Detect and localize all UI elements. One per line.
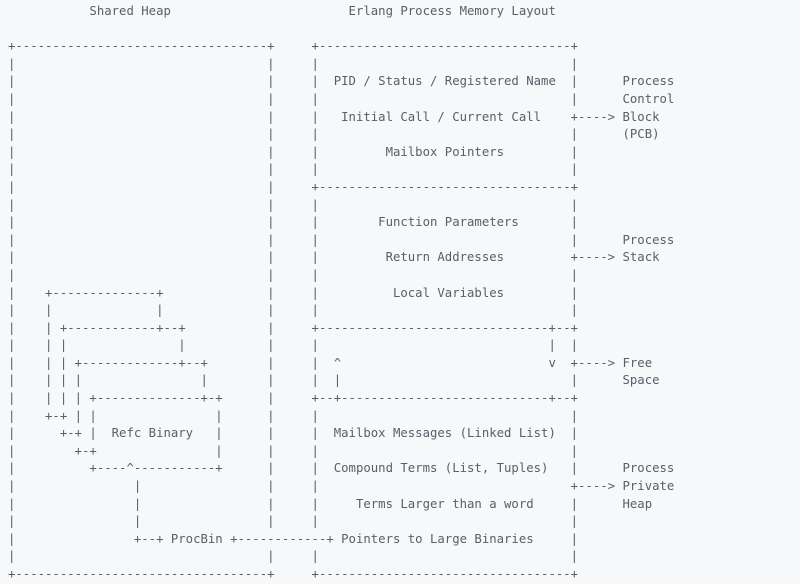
erlang-memory-ascii-diagram: Shared Heap Erlang Process Memory Layout… [8,4,675,581]
